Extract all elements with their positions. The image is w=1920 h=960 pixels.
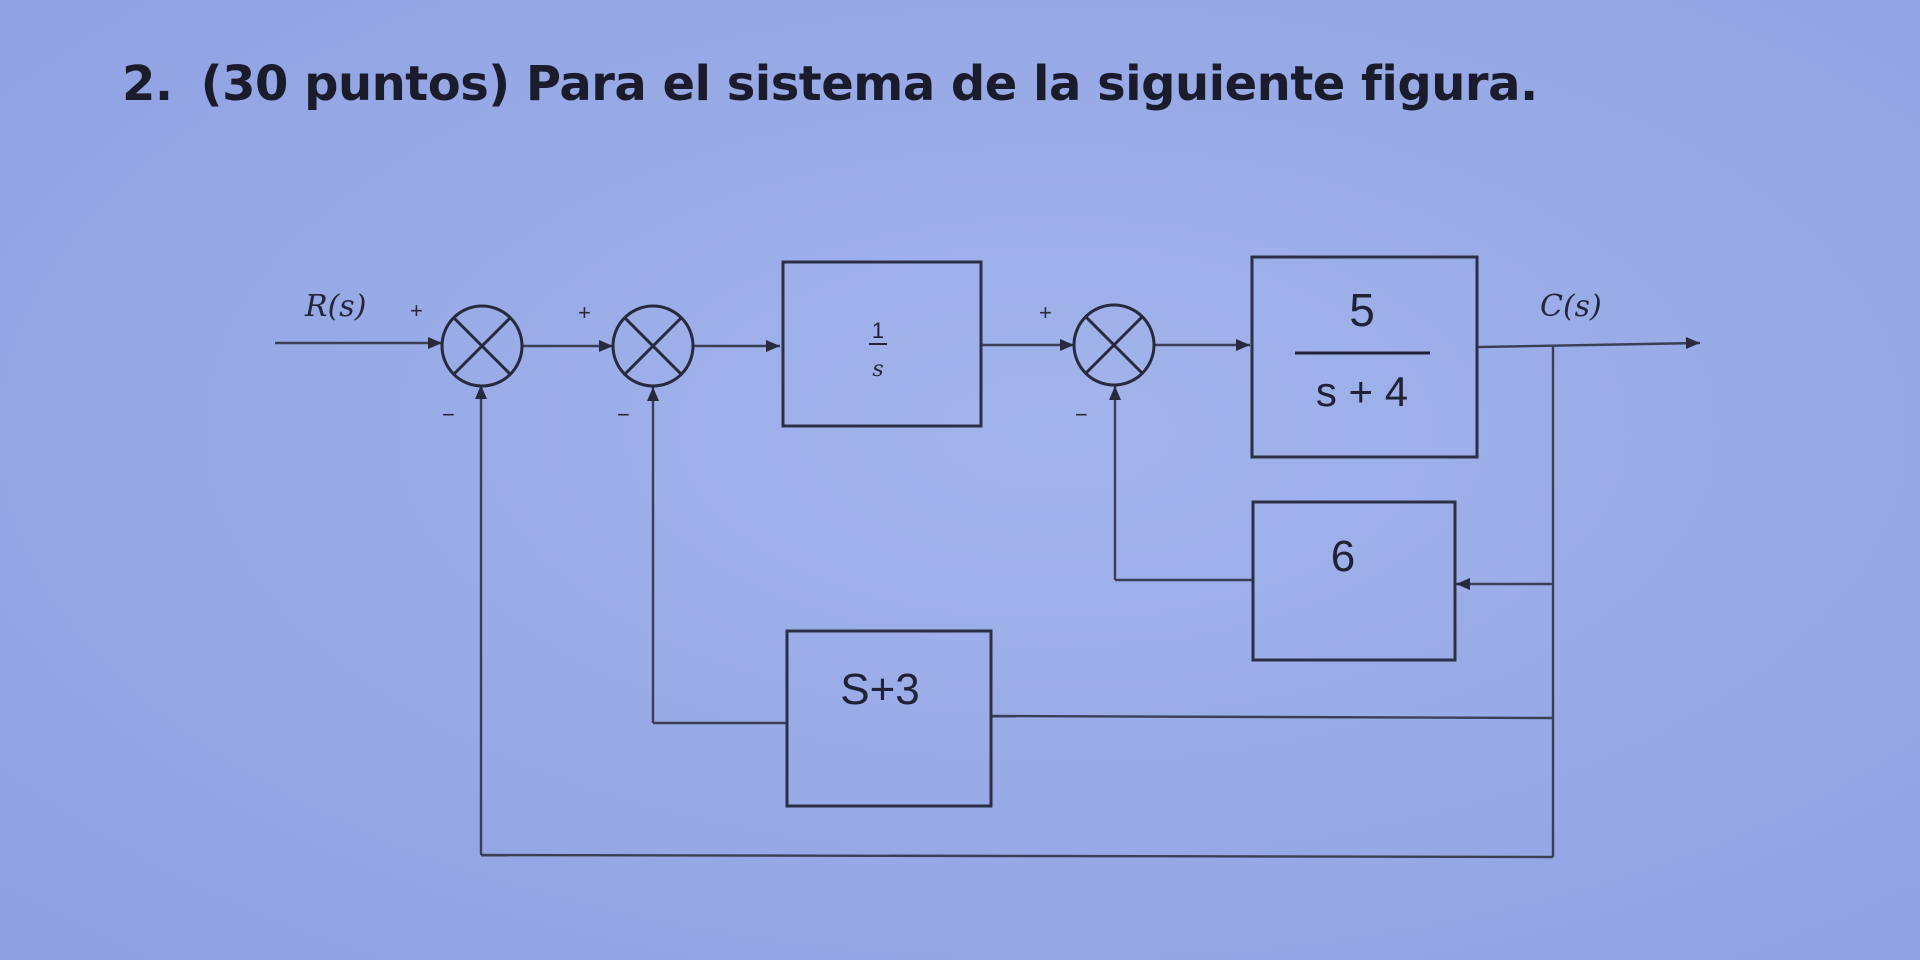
derivative-block [785,629,993,808]
arrowhead-gain [1456,578,1470,590]
arrowhead-sj3-minus [1109,386,1121,400]
input-signal-label: R(s) [304,289,366,324]
summing-junction-1 [440,304,524,388]
gain-block [1251,500,1457,662]
arrowhead-sj1-minus [475,385,487,399]
arrowhead-sj3 [1060,339,1074,351]
sj2-minus-sign: − [617,402,630,427]
input-arrowhead [428,337,442,349]
arrowhead-integrator [766,340,780,352]
wire-tap-derivative [991,714,1554,720]
sj1-minus-sign: − [442,402,455,427]
output-signal-label: C(s) [1540,289,1602,324]
plant-numerator: 5 [1349,284,1375,336]
plant-denominator: s + 4 [1316,368,1408,415]
plant-block [1250,255,1479,459]
summing-junction-3 [1072,303,1156,387]
integrator-denominator: s [872,357,883,382]
summing-junction-2 [611,304,695,388]
wire-unity-bottom [480,853,1554,859]
sj3-minus-sign: − [1075,402,1088,427]
problem-statement: (30 puntos) Para el sistema de la siguie… [200,56,1539,112]
integrator-numerator: 1 [872,318,884,343]
problem-heading: 2. (30 puntos) Para el sistema de la sigu… [122,56,1538,112]
arrowhead-plant [1236,339,1250,351]
output-line [1477,341,1701,349]
arrowhead-sj2-minus [647,387,659,401]
output-arrowhead [1686,337,1700,349]
problem-number: 2. [122,56,173,112]
sj1-plus-sign: + [410,298,423,323]
sj3-plus-sign: + [1039,300,1052,325]
sj2-plus-sign: + [578,300,591,325]
integrator-block [781,260,983,428]
derivative-expression: S+3 [840,665,920,714]
gain-value: 6 [1331,532,1355,581]
arrowhead-sj2 [599,340,613,352]
